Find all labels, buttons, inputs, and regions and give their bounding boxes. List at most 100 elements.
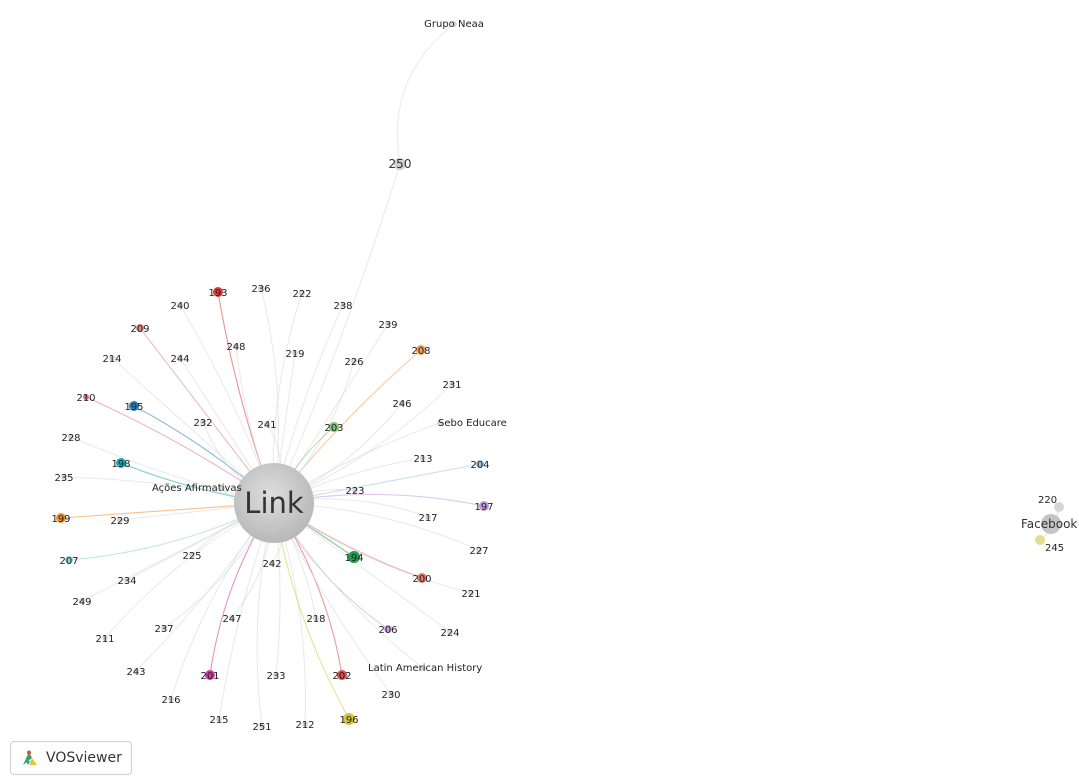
node-n251[interactable]: 251	[252, 722, 271, 733]
node-n244[interactable]: 244	[170, 354, 189, 365]
node-n220[interactable]: 220	[1038, 495, 1064, 512]
node-n198[interactable]: 198	[111, 458, 131, 470]
node-circle	[79, 598, 85, 604]
node-circle	[394, 158, 406, 170]
network-edges	[60, 23, 1060, 727]
node-n243[interactable]: 243	[126, 667, 145, 678]
node-n214[interactable]: 214	[102, 354, 121, 365]
node-n201[interactable]: 201	[200, 670, 220, 682]
node-circle	[292, 350, 298, 356]
node-n197[interactable]: 197	[474, 501, 494, 513]
node-n195[interactable]: 195	[124, 401, 144, 413]
node-circle	[384, 625, 392, 633]
node-n233[interactable]: 233	[266, 671, 285, 682]
node-n208[interactable]: 208	[411, 345, 431, 357]
node-facebook[interactable]: Facebook	[1021, 514, 1077, 534]
node-circle	[117, 517, 123, 523]
node-n212[interactable]: 212	[295, 720, 314, 731]
node-n219[interactable]: 219	[285, 349, 304, 360]
node-n237[interactable]: 237	[154, 624, 173, 635]
node-label: 204	[470, 460, 489, 471]
node-n236[interactable]: 236	[251, 284, 270, 295]
node-n211[interactable]: 211	[95, 634, 114, 645]
node-n238[interactable]: 238	[333, 301, 352, 312]
node-circle	[273, 672, 279, 678]
node-n221[interactable]: 221	[461, 589, 480, 600]
node-sebo[interactable]: Sebo Educare	[437, 418, 507, 429]
node-n239[interactable]: 239	[378, 320, 397, 331]
node-n250[interactable]: 250	[389, 157, 412, 171]
node-circle	[343, 713, 355, 725]
node-n232[interactable]: 232	[193, 418, 212, 429]
node-label: 193	[208, 288, 227, 299]
node-n240[interactable]: 240	[170, 301, 189, 312]
node-n235[interactable]: 235	[54, 473, 73, 484]
node-n248[interactable]: 248	[226, 342, 245, 353]
node-circle	[264, 421, 270, 427]
node-label: 226	[344, 357, 363, 368]
node-label: Latin American History	[368, 663, 482, 674]
node-label: 243	[126, 667, 145, 678]
node-n193[interactable]: 193	[208, 287, 228, 299]
node-n247[interactable]: 247	[222, 614, 241, 625]
node-n245[interactable]: 245	[1035, 535, 1064, 554]
node-grupo-neaa[interactable]: Grupo Neaa	[424, 19, 484, 30]
node-n225[interactable]: 225	[182, 551, 201, 562]
node-label: 225	[182, 551, 201, 562]
node-n204[interactable]: 204	[470, 460, 490, 471]
node-label: 228	[61, 433, 80, 444]
node-n207[interactable]: 207	[59, 556, 79, 567]
node-n228[interactable]: 228	[61, 433, 80, 444]
vosviewer-logo[interactable]: VOSviewer	[10, 741, 132, 775]
node-n196[interactable]: 196	[339, 713, 359, 726]
node-n199[interactable]: 199	[51, 513, 71, 525]
node-n227[interactable]: 227	[469, 546, 488, 557]
node-n249[interactable]: 249	[72, 597, 91, 608]
node-acoes[interactable]: Ações Afirmativas	[152, 483, 242, 494]
node-label: 216	[161, 695, 180, 706]
node-n229[interactable]: 229	[110, 516, 129, 527]
node-label: 197	[474, 502, 493, 513]
node-label: 206	[378, 625, 397, 636]
node-n194[interactable]: 194	[344, 551, 364, 564]
node-circle	[259, 723, 265, 729]
node-label: 231	[442, 380, 461, 391]
node-n202[interactable]: 202	[332, 670, 352, 682]
node-link[interactable]: Link	[234, 463, 314, 543]
node-n216[interactable]: 216	[161, 695, 180, 706]
edge-250-grupo-neaa	[396, 23, 455, 165]
node-n242[interactable]: 242	[262, 559, 281, 570]
node-n203[interactable]: 203	[324, 422, 344, 434]
node-n222[interactable]: 222	[292, 289, 311, 300]
node-n218[interactable]: 218	[306, 614, 325, 625]
node-n217[interactable]: 217	[418, 513, 437, 524]
node-n213[interactable]: 213	[413, 454, 432, 465]
node-circle	[425, 514, 431, 520]
node-n241[interactable]: 241	[257, 420, 276, 431]
node-label: 195	[124, 402, 143, 413]
node-label: 223	[345, 486, 364, 497]
node-latam[interactable]: Latin American History	[368, 663, 482, 674]
node-n246[interactable]: 246	[392, 399, 411, 410]
node-circle	[229, 615, 235, 621]
node-label: Sebo Educare	[438, 418, 507, 429]
node-n210[interactable]: 210	[76, 393, 95, 404]
node-n226[interactable]: 226	[344, 357, 363, 368]
node-circle	[348, 551, 360, 563]
node-n209[interactable]: 209	[130, 324, 150, 335]
node-label: 235	[54, 473, 73, 484]
node-n231[interactable]: 231	[442, 380, 461, 391]
node-n223[interactable]: 223	[345, 486, 364, 497]
node-label: Link	[244, 486, 304, 520]
node-label: 217	[418, 513, 437, 524]
node-circle	[385, 321, 391, 327]
node-n224[interactable]: 224	[440, 628, 459, 639]
node-n200[interactable]: 200	[412, 573, 432, 585]
node-n230[interactable]: 230	[381, 690, 400, 701]
node-n234[interactable]: 234	[117, 576, 136, 587]
node-label: 239	[378, 320, 397, 331]
node-n206[interactable]: 206	[378, 625, 398, 636]
node-circle	[61, 474, 67, 480]
node-n215[interactable]: 215	[209, 715, 228, 726]
